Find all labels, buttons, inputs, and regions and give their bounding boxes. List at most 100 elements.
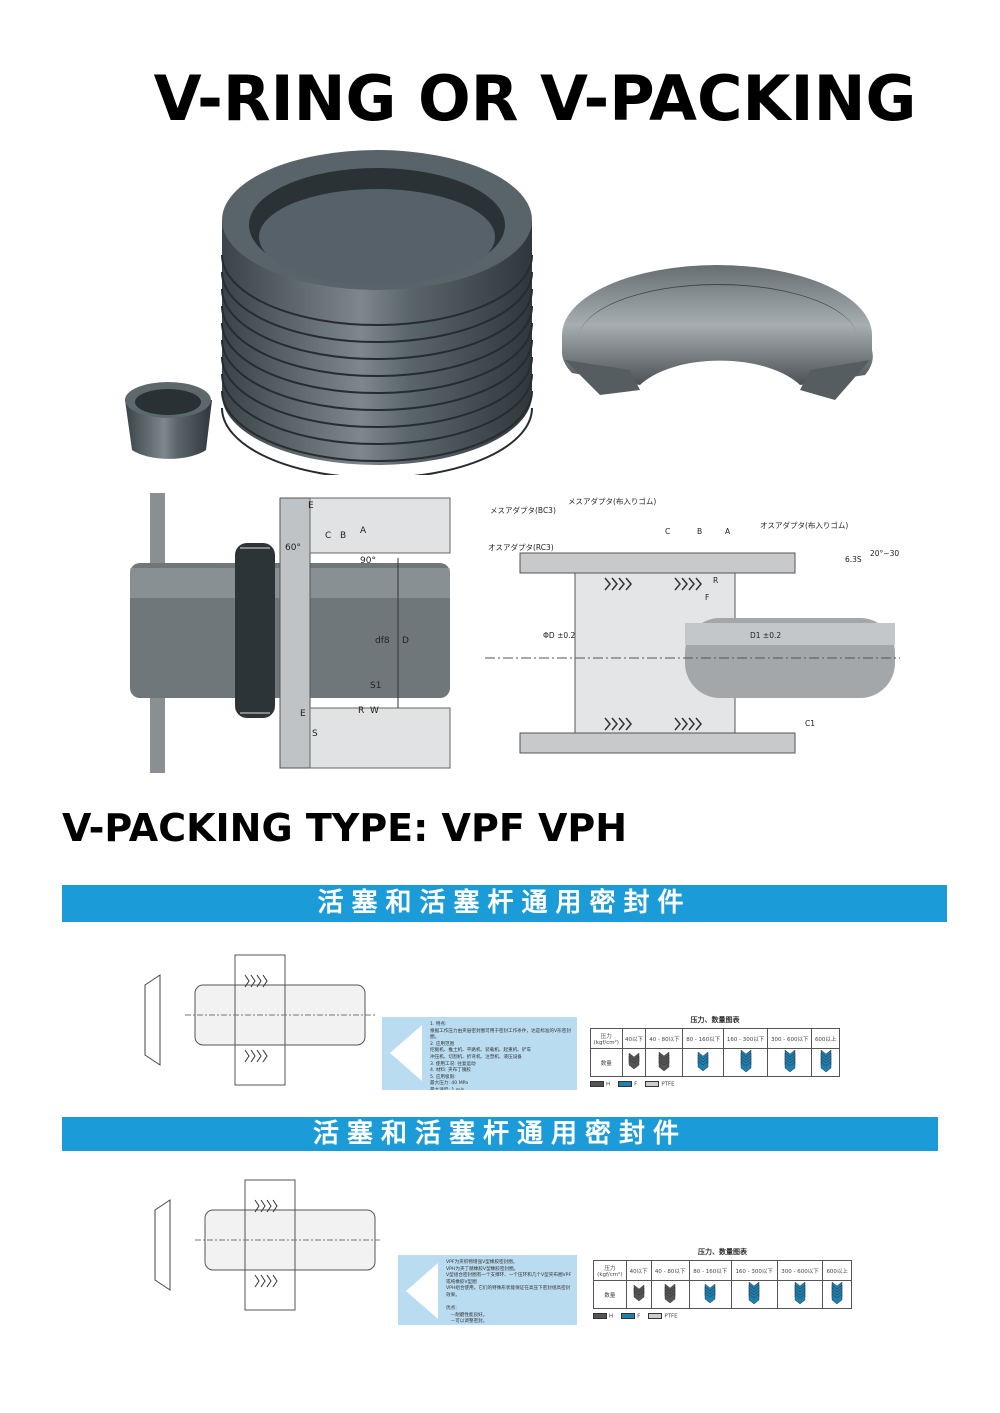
section-2-drawing [154,1179,380,1311]
drawing-label: 20°~30° [870,549,900,558]
legend-item: PTFE [645,1081,675,1088]
legend-label: F [634,1081,638,1088]
v-ring-stack-icon [621,1048,647,1077]
pressure-range: 160 - 300以下 [730,1260,778,1281]
legend-item: F [618,1081,637,1088]
pressure-range: 40以下 [621,1028,647,1049]
drawing-label: C1 [805,719,815,728]
legend-item: PTFE [648,1313,678,1320]
drawing-label: メスアダプタ(布入りゴム) [568,496,656,506]
drawing-label: B [697,527,702,536]
info-line: 4. 材料: 夹布丁腈胶 [430,1068,472,1074]
info-line: 最大压力: 40 MPa [430,1081,469,1087]
pressure-range: 300 - 600以下 [776,1260,824,1281]
pressure-range: 160 - 300以下 [722,1028,769,1049]
v-ring-stack-icon [776,1280,824,1309]
legend: H F PTFE [590,1081,840,1088]
pressure-header: 压力 (kgf/cm²) [593,1260,627,1281]
info-line: —可以调整密封。 [446,1319,488,1325]
drawing-label: D1 ±0.2 [750,631,781,640]
pressure-range: 40以下 [625,1260,652,1281]
drawing-label: 6.3S [845,555,862,564]
large-v-ring-stack-photo [221,150,533,475]
legend-label: PTFE [661,1081,675,1088]
v-ring-section [625,577,632,591]
drawing-label: A [360,526,367,536]
section-heading: V-PACKING TYPE: VPF VPH [62,806,628,850]
table-caption: 压力、数量图表 [690,1016,740,1024]
v-ring-section [604,577,611,591]
v-ring-section [604,717,611,731]
info-line [446,1300,573,1307]
legend-item: F [621,1313,640,1320]
info-text: VPF为夹织物增强V型橡胶密封圈。VPH为夹丁腈橡胶V型橡胶密封圈。V型组合密封… [446,1260,573,1325]
drawing-label: S1 [370,681,381,691]
drawing-label: 90° [360,556,376,566]
v-ring-stack-icon [625,1280,652,1309]
drawing-label: ΦD ±0.2 [543,631,576,640]
v-ring-section [674,717,681,731]
info-line: 挖掘机、推土机、平路机、装载机、起重机、铲车 [430,1048,532,1054]
v-ring-section [618,577,625,591]
legend-label: F [637,1313,641,1320]
section-band-2: 活塞和活塞杆通用密封件 [62,1117,938,1151]
pressure-range: 40 - 80以下 [650,1260,690,1281]
quantity-header: 数量 [590,1048,623,1077]
info-line: —耐磨性能良好。 [446,1312,488,1318]
info-line: 3. 使用工况: 往复运动 [430,1061,476,1067]
info-line: 根据工作压力由夹层密封圈可用于密封工作条件，达是标准的V形密封圈。 [430,1028,571,1041]
drawing-label: R [358,706,364,716]
v-ring-stack-icon [730,1280,778,1309]
drawing-label: F [705,593,709,602]
v-ring-section [681,577,688,591]
info-line: V型组合密封圈有一个支撑环、一个压环和几个V型夹布圈VPF或纯橡胶V型圈 [446,1273,572,1285]
v-ring-stack-icon [767,1048,813,1077]
drawing-label: E [300,709,306,719]
pressure-range: 300 - 600以下 [767,1028,813,1049]
info-line: 2. 应用范围 [430,1041,455,1047]
v-ring-section [674,577,681,591]
v-ring-section [688,717,695,731]
info-text: 1. 特点:根据工作压力由夹层密封圈可用于密封工作条件，达是标准的V形密封圈。2… [430,1022,573,1090]
v-ring-section [695,577,702,591]
v-ring-section [611,577,618,591]
product-photos [125,150,873,475]
legend: H F PTFE [593,1313,852,1320]
info-line: 最大速度: 1 m/s [430,1088,573,1090]
v-ring-section [681,717,688,731]
info-line: 1. 特点: [430,1022,447,1027]
pressure-header: 压力 (kgf/cm²) [590,1028,623,1049]
v-ring-stack-icon [650,1280,690,1309]
v-ring-section [625,717,632,731]
info-line: VPH组合使用。它们的特殊形状能保证在高压下密封组高密封效果。 [446,1286,571,1298]
legend-label: H [609,1313,614,1320]
drawing-label: W [370,706,379,716]
v-ring-stack-icon [645,1048,684,1077]
v-ring-stack-icon [682,1048,724,1077]
legend-label: PTFE [664,1313,678,1320]
info-line: 优点: [446,1306,457,1312]
section-1-drawing [144,954,375,1086]
info-line: VPF为夹织物增强V型橡胶密封圈。 [446,1260,518,1265]
drawing-label: C [665,527,670,536]
drawing-label: A [725,527,731,536]
arrow-left-icon [390,1025,422,1081]
legend-item: H [593,1313,613,1320]
page-title: V-RING OR V-PACKING [153,62,917,135]
drawing-label: C [325,531,331,541]
drawing-label: オスアダプタ(RC3) [488,542,554,552]
info-line: VPH为夹丁腈橡胶V型橡胶密封圈。 [446,1266,519,1272]
v-ring-stack-icon [688,1280,732,1309]
drawing-label: E [308,501,314,511]
pressure-range: 600以上 [811,1028,840,1049]
legend-item: H [590,1081,610,1088]
drawing-label: S [312,729,318,739]
v-ring-cross-section-photo [561,265,873,400]
pressure-range: 40 - 80以下 [645,1028,684,1049]
v-ring-section [618,717,625,731]
v-ring-stack-icon [811,1048,840,1077]
v-ring-section [611,717,618,731]
section-band-1: 活塞和活塞杆通用密封件 [62,885,947,922]
legend-label: H [606,1081,611,1088]
